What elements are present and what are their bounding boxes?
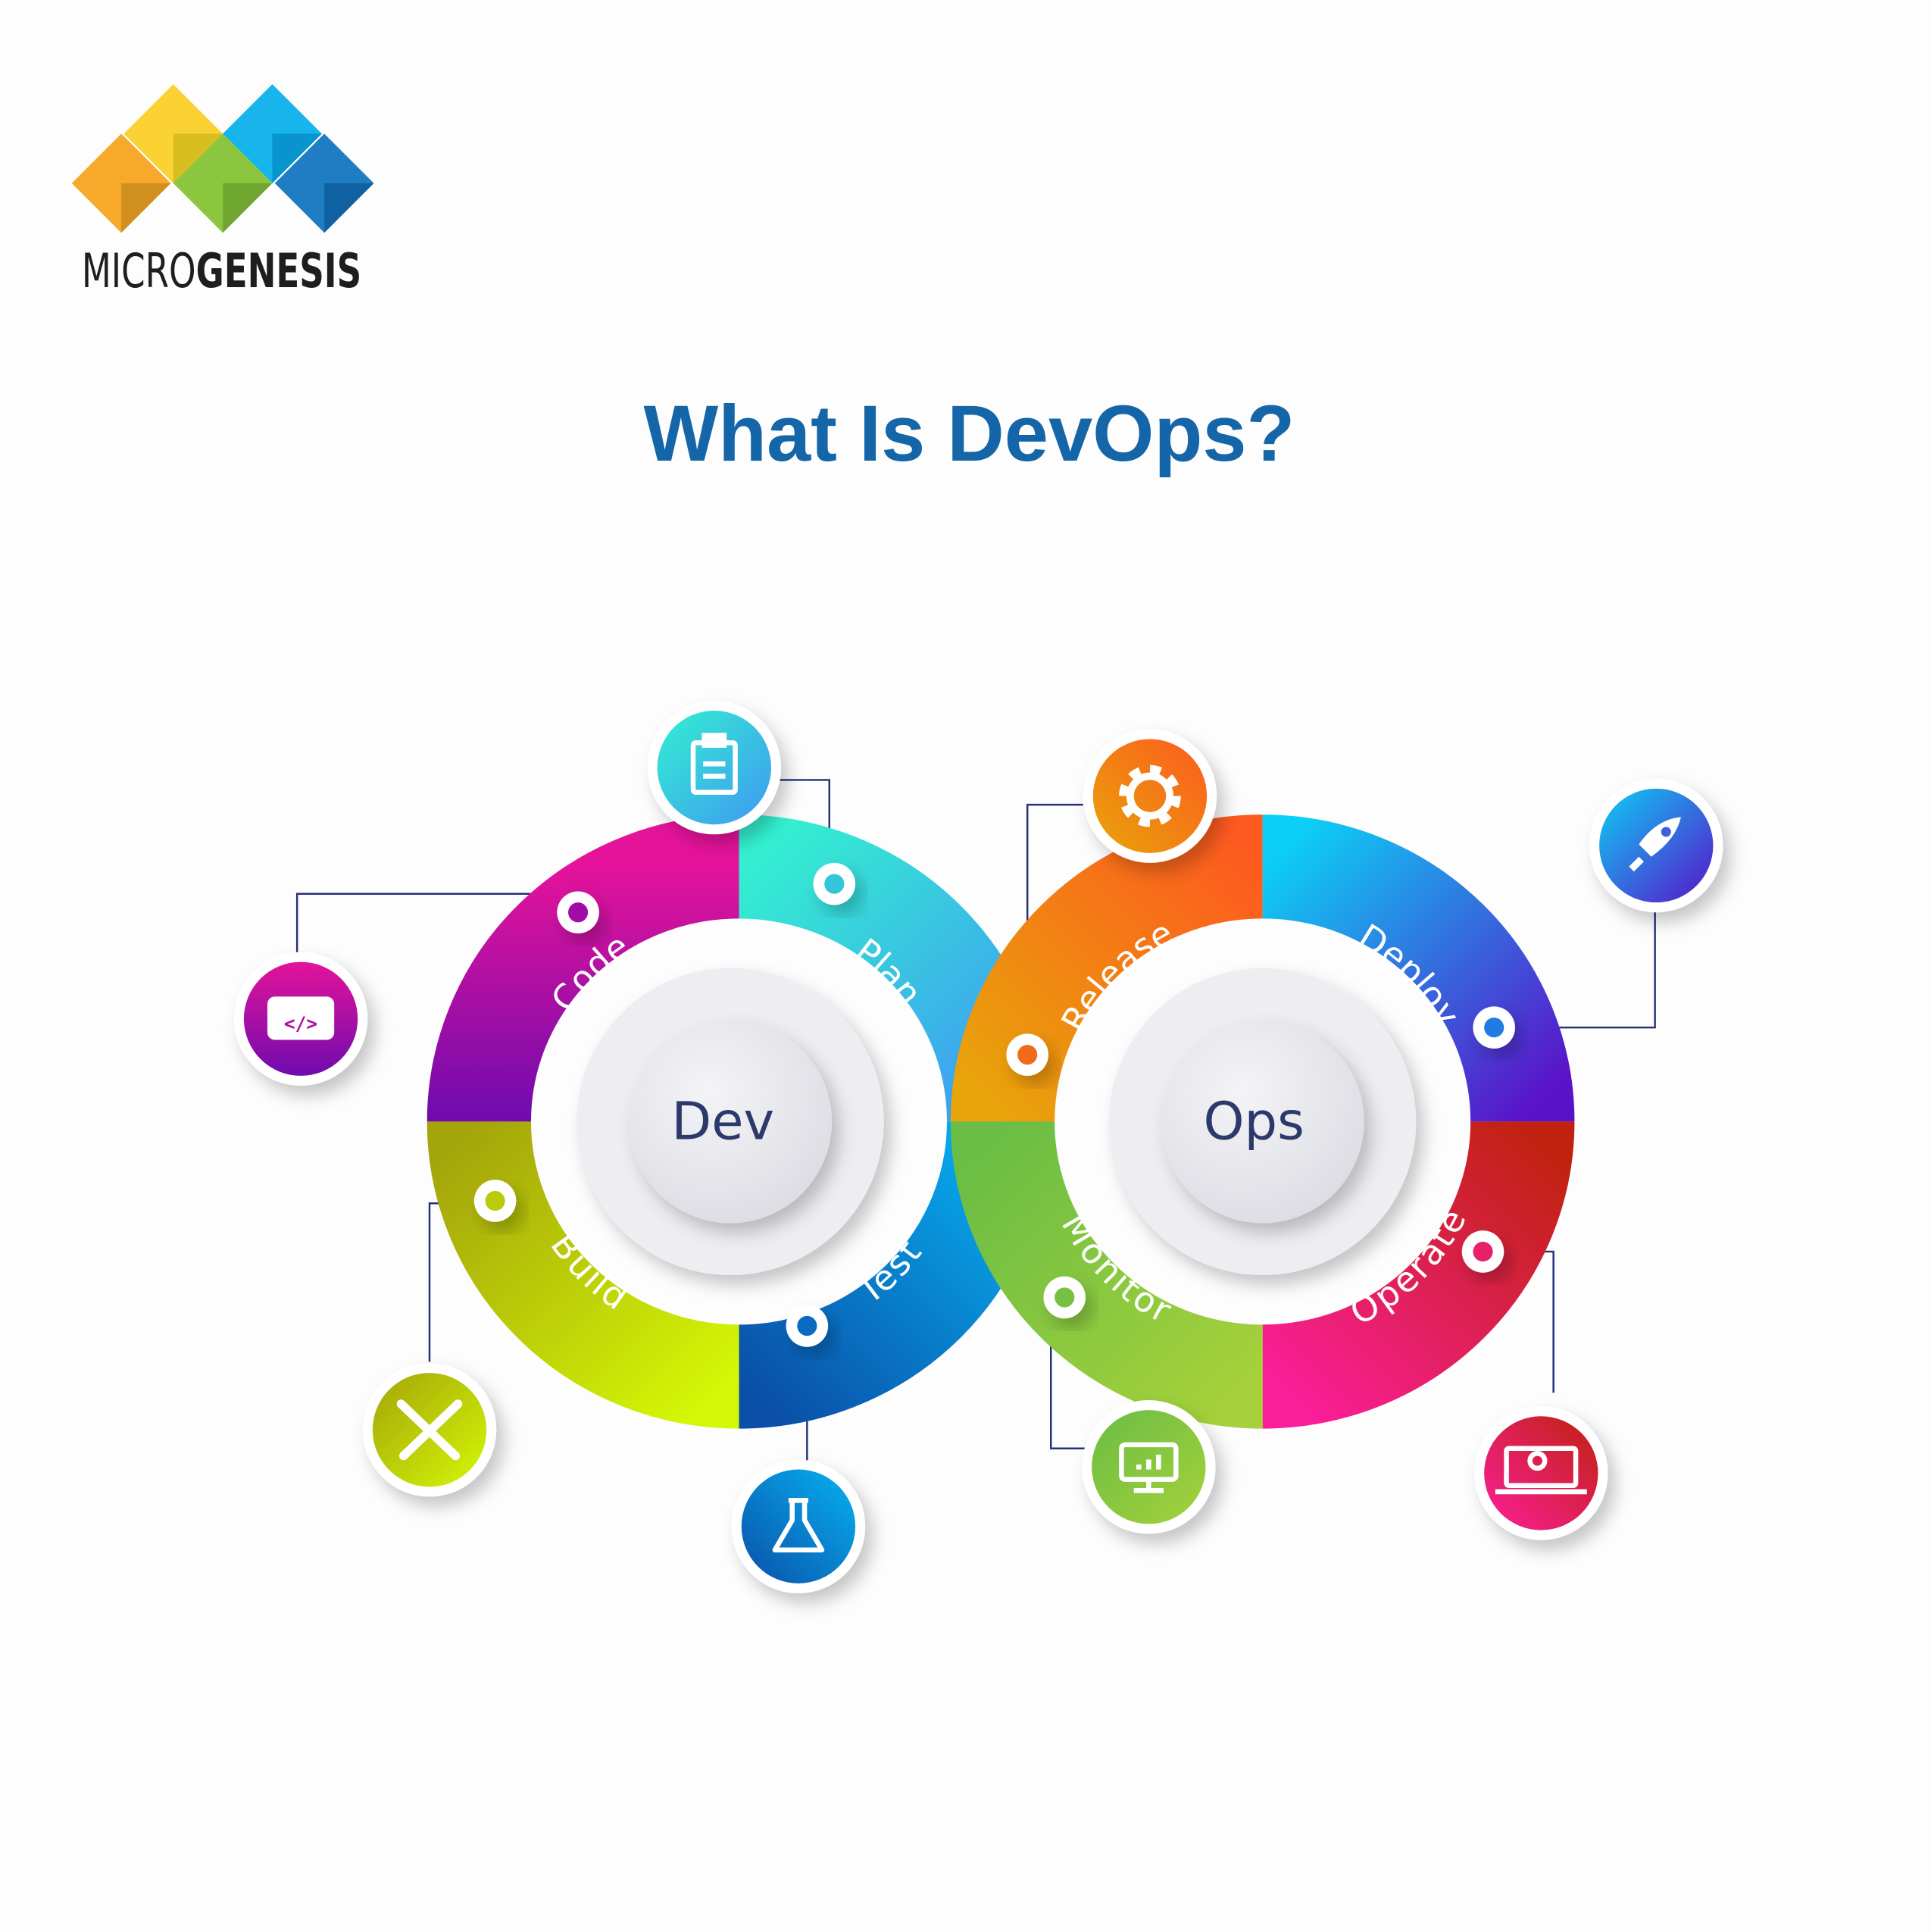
page-title: What Is DevOps? [643, 389, 1295, 478]
hub-label-dev: Dev [671, 1091, 774, 1152]
connector-dots [473, 862, 1515, 1347]
dev-hub: Dev [576, 968, 884, 1276]
release-badge[interactable] [1083, 729, 1217, 863]
deploy-badge[interactable] [1589, 778, 1723, 913]
svg-text:</>: </> [284, 1012, 317, 1034]
code-badge[interactable]: </> [233, 952, 368, 1086]
plan-badge[interactable] [647, 700, 782, 835]
monitor-chart-icon [1119, 1442, 1179, 1493]
build-badge[interactable] [362, 1363, 497, 1497]
logo-text-genesis: GENESIS [196, 243, 361, 299]
rocket-icon [1629, 817, 1681, 872]
segment-build [427, 1121, 740, 1429]
segment-code [427, 814, 740, 1123]
hub-label-ops: Ops [1204, 1091, 1305, 1152]
segment-deploy [1261, 814, 1575, 1123]
gear-icon [1119, 764, 1181, 827]
svg-text:MICROGENESIS: MICROGENESIS [82, 243, 361, 299]
clipboard-icon [690, 733, 738, 796]
segment-operate [1261, 1121, 1575, 1429]
microgenesis-logo: MICROGENESIS [71, 84, 374, 299]
logo-text-micro: MICRO [82, 243, 196, 299]
monitor-badge[interactable] [1082, 1400, 1216, 1534]
flask-icon [772, 1498, 825, 1553]
test-badge[interactable] [731, 1459, 866, 1593]
ops-hub: Ops [1109, 968, 1417, 1276]
operate-badge[interactable] [1474, 1406, 1608, 1540]
laptop-gear-icon [1495, 1446, 1587, 1495]
tools-icon [396, 1399, 463, 1461]
code-window-icon: </> [267, 996, 335, 1040]
